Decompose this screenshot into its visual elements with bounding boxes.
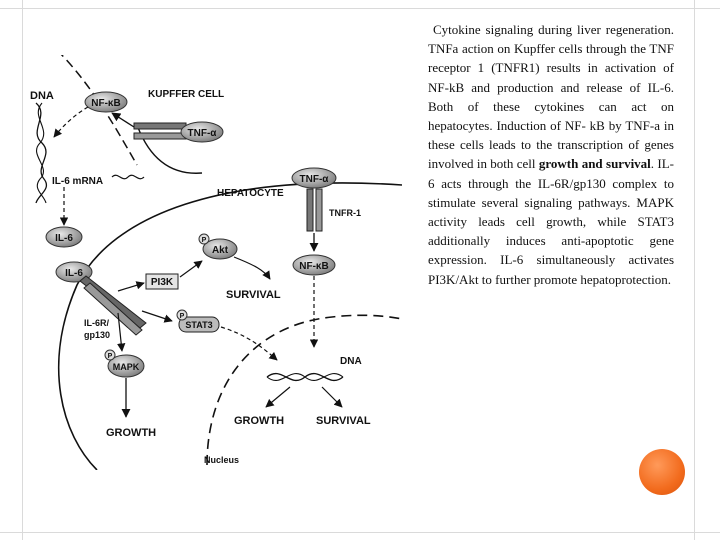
- survival-mid-label: SURVIVAL: [226, 289, 281, 301]
- dna-helix-top-strand: [36, 102, 47, 204]
- arrow-akt-to-survival: [233, 256, 271, 280]
- nfkb-kupffer-node: [84, 91, 128, 113]
- akt-phospho: [198, 233, 210, 245]
- il6r-label-line2: gp130: [84, 330, 110, 340]
- frame-line-left: [22, 0, 23, 540]
- tnf-kupffer-label: TNF-α: [188, 128, 218, 139]
- dna-helix-top: [35, 102, 48, 204]
- dna-top-label: DNA: [30, 90, 54, 102]
- il6-mrna-strand: [111, 174, 145, 180]
- stat3-label: STAT3: [185, 320, 212, 330]
- dna-nucleus-label: DNA: [340, 356, 362, 367]
- arrow-stat3-to-nucleus: [220, 326, 278, 361]
- caption-text-1: Cytokine signaling during liver regenera…: [428, 22, 674, 172]
- growth-nucleus-label: GROWTH: [234, 415, 284, 427]
- hepatocyte-label: HEPATOCYTE: [217, 188, 284, 199]
- tnf-kupffer-node: [180, 121, 224, 143]
- growth-left-label: GROWTH: [106, 427, 156, 439]
- figure-caption: Cytokine signaling during liver regenera…: [428, 20, 674, 289]
- il6-bound-label: IL-6: [65, 268, 83, 279]
- mapk-node: [107, 354, 145, 378]
- decorative-orange-circle: [639, 449, 685, 495]
- arrow-receptor-to-nfkb: [111, 112, 135, 128]
- il6r-label-line1: IL-6R/: [84, 318, 110, 328]
- kupffer-cell-label: KUPFFER CELL: [148, 89, 224, 100]
- nfkb-hepatocyte-node: [292, 254, 336, 276]
- pi3k-box: [145, 273, 179, 290]
- caption-bold: growth and survival: [538, 156, 651, 172]
- arrow-receptor-to-pi3k: [117, 281, 145, 292]
- frame-line-bottom: [0, 532, 720, 533]
- mapk-label: MAPK: [113, 362, 140, 372]
- survival-nucleus-label: SURVIVAL: [316, 415, 371, 427]
- arrow-receptor-to-mapk: [117, 312, 126, 352]
- arrow-receptor-to-stat3: [141, 310, 173, 323]
- nfkb-hepatocyte-label: NF-κB: [299, 261, 328, 272]
- pi3k-label: PI3K: [151, 277, 174, 288]
- akt-label: Akt: [212, 245, 229, 256]
- il6-free-label: IL-6: [55, 233, 73, 244]
- dna-helix-nucleus-strand: [266, 373, 344, 381]
- il6-mrna-label: IL-6 mRNA: [52, 176, 103, 187]
- frame-line-top: [0, 8, 720, 9]
- tnf-hepatocyte-label: TNF-α: [300, 174, 330, 185]
- il6r-gp130-receptor: [79, 275, 147, 336]
- tnfr1-label: TNFR-1: [329, 208, 361, 218]
- arrow-dna-to-survival: [321, 386, 343, 408]
- il6-free-node: [45, 226, 83, 248]
- stat3-box: [178, 316, 220, 333]
- mapk-phospho: [104, 349, 116, 361]
- tnf-hepatocyte-node: [291, 167, 337, 189]
- nucleus-boundary: [206, 314, 402, 466]
- arrow-nfkb-to-dna: [53, 106, 89, 138]
- caption-text-2: . IL-6 acts through the IL-6R/gp130 comp…: [428, 156, 674, 287]
- tnfr1-receptor: [306, 188, 323, 232]
- akt-phospho-label: P: [202, 237, 207, 244]
- cytokine-signaling-diagram: DNA NF-κB KUPFFER CELL TNF-α IL-6 mRNA H…: [30, 55, 402, 470]
- il6-bound-node: [55, 261, 93, 283]
- nfkb-kupffer-label: NF-κB: [91, 98, 120, 109]
- akt-node: [202, 238, 238, 260]
- nucleus-label: Nucleus: [204, 455, 239, 465]
- mapk-phospho-label: P: [108, 353, 113, 360]
- tnf-receptor-kupffer: [133, 122, 187, 140]
- stat3-phospho-label: P: [180, 313, 185, 320]
- frame-line-right: [694, 0, 695, 540]
- arrow-pi3k-to-akt: [179, 260, 203, 278]
- stat3-phospho: [176, 309, 188, 321]
- arrow-dna-to-growth: [265, 386, 291, 408]
